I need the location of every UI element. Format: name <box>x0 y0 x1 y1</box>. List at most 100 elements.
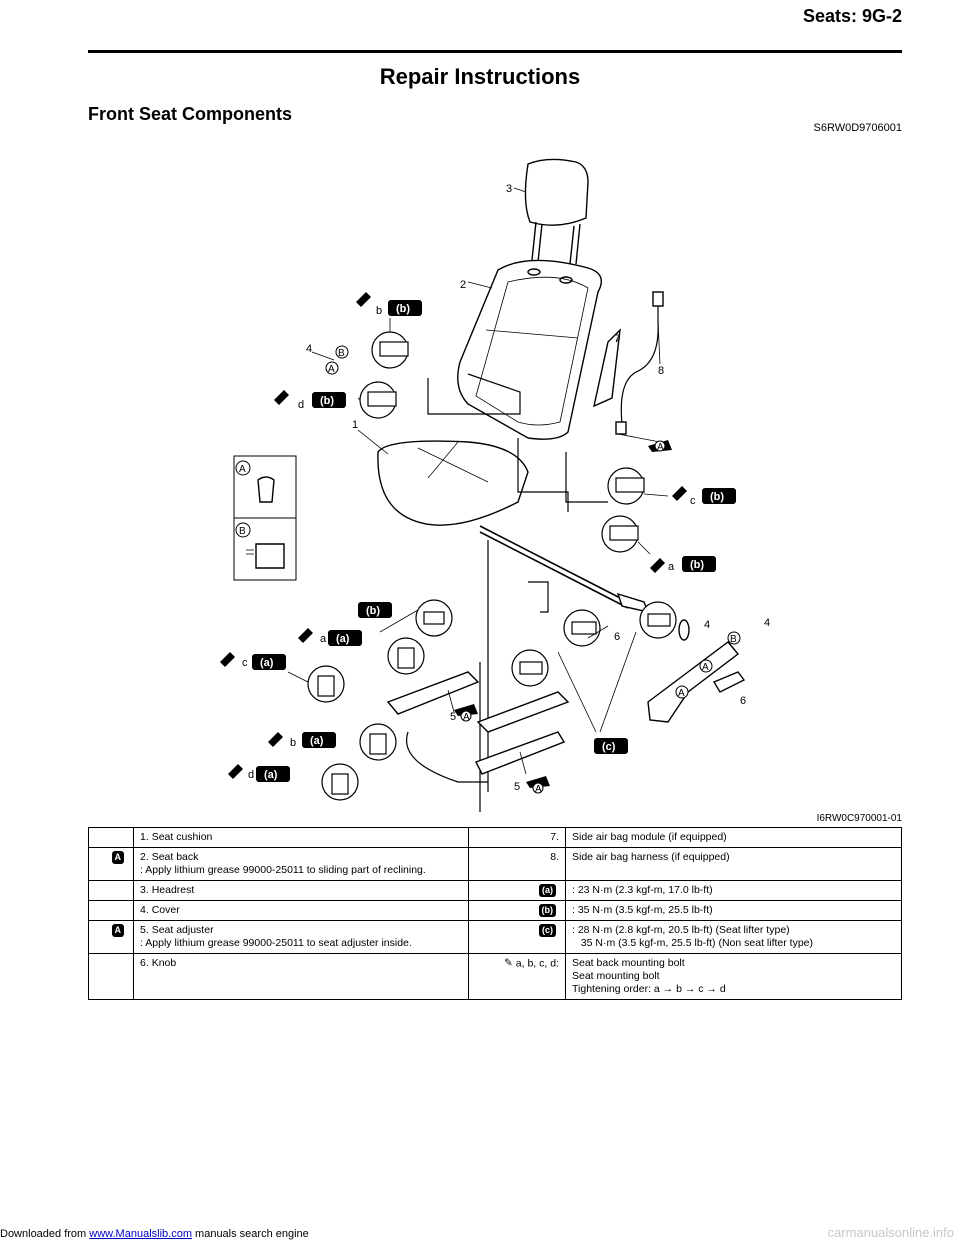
legend-row: A 2. Seat back: Apply lithium grease 990… <box>88 847 902 881</box>
grease-mark-a: A <box>535 784 542 795</box>
order-letter-c-right: c <box>690 495 696 507</box>
legend-text: Seat back mounting bolt <box>572 957 685 969</box>
manualslib-link[interactable]: www.Manualslib.com <box>89 1228 192 1240</box>
page-header-title: Seats: 9G-2 <box>802 6 902 26</box>
torque-tag-c: (c) <box>602 741 616 753</box>
footer-suffix: manuals search engine <box>191 1228 309 1240</box>
watermark: carmanualsonline.info <box>827 1225 954 1240</box>
callout-1: 1 <box>352 419 358 431</box>
legend-text: Seat mounting bolt <box>572 970 660 982</box>
callout-6-knob: 6 <box>614 631 620 643</box>
torque-tag-b: (b) <box>366 605 380 617</box>
seat-adjuster-rails <box>386 671 570 783</box>
legend-text: : 28 N·m (2.8 kgf-m, 20.5 lb-ft) (Seat l… <box>572 924 790 936</box>
legend-table: 1. Seat cushion 7. Side air bag module (… <box>88 827 902 1000</box>
legend-num: a, b, c, d: <box>515 957 559 970</box>
inset-label-a: A <box>239 464 246 475</box>
order-letter-b-top: b <box>376 305 382 317</box>
grease-icon: A <box>111 851 124 864</box>
headrest-illustration <box>524 158 589 265</box>
page-title: Repair Instructions <box>379 64 581 89</box>
legend-num: 8. <box>550 851 559 863</box>
legend-row: 3. Headrest (a) : 23 N·m (2.3 kgf-m, 17.… <box>88 880 902 901</box>
legend-num: 5. <box>140 924 149 936</box>
legend-sub: : Apply lithium grease 99000-25011 to sl… <box>140 864 426 876</box>
callout-4-cover-b: 4 <box>764 617 770 629</box>
callout-5-upper: 5 <box>450 711 456 723</box>
callout-5-lower: 5 <box>514 781 520 793</box>
legend-text: Headrest <box>151 884 195 896</box>
legend-num: 7. <box>550 831 559 843</box>
callout-6-cover: 6 <box>740 695 746 707</box>
grease-mark-a: A <box>463 712 470 723</box>
header-rule <box>88 50 902 53</box>
order-letter-a-lower: a <box>320 633 327 645</box>
order-letter-d-top: d <box>298 399 304 411</box>
legend-text: 35 N·m (3.5 kgf-m, 25.5 lb-ft) (Non seat… <box>580 937 814 949</box>
legend-row: 1. Seat cushion 7. Side air bag module (… <box>88 827 902 848</box>
legend-text: Knob <box>151 957 177 969</box>
inset-label-b: B <box>239 526 246 537</box>
callout-4-cover-a: 4 <box>704 619 710 631</box>
torque-tag-b: (b) <box>710 491 724 503</box>
legend-num: 2. <box>140 851 149 863</box>
footer-prefix: Downloaded from <box>0 1228 90 1240</box>
order-letter-c-lower: c <box>242 657 248 669</box>
torque-icon: (b) <box>538 904 556 917</box>
knob-illustration <box>712 671 746 693</box>
cover-right-label-b: B <box>730 634 737 645</box>
callout-7: 7 <box>614 333 620 345</box>
legend-row: A 5. Seat adjuster: Apply lithium grease… <box>88 920 902 954</box>
legend-text: Side air bag module (if equipped) <box>572 831 727 843</box>
legend-text: Seat cushion <box>151 831 213 843</box>
cover-right-label-a: A <box>702 662 709 673</box>
cover-label-a: A <box>328 364 335 375</box>
torque-tag-b: (b) <box>396 303 410 315</box>
wrench-icon: ✎ <box>503 957 513 969</box>
grease-icon: A <box>111 924 124 937</box>
callout-4-seatback: 4 <box>306 343 312 355</box>
torque-tag-a: (a) <box>260 657 274 669</box>
download-footer: Downloaded from www.Manualslib.com manua… <box>0 1228 309 1240</box>
legend-text: Cover <box>151 904 180 916</box>
seat-back-illustration <box>457 259 602 440</box>
legend-sub: : Apply lithium grease 99000-25011 to se… <box>140 937 412 949</box>
torque-icon: (a) <box>539 884 556 897</box>
order-letter-b-lower: b <box>290 737 296 749</box>
callout-8: 8 <box>658 365 664 377</box>
torque-tag-a: (a) <box>336 633 350 645</box>
order-letter-d-lower: d <box>248 769 254 781</box>
callout-3: 3 <box>506 183 512 195</box>
section-title: Front Seat Components <box>88 104 293 124</box>
legend-num: 1. <box>140 831 149 843</box>
legend-text: Tightening order: a → b → c → d <box>572 983 726 995</box>
legend-num: 4. <box>140 904 149 916</box>
knob-small <box>678 619 690 641</box>
bolt-group <box>307 331 677 801</box>
seat-components-diagram: 3 2 4 1 7 8 4 4 6 6 5 5 b d c a a c b d … <box>88 142 902 822</box>
torque-tag-a: (a) <box>310 735 324 747</box>
cover-label-b: B <box>338 348 345 359</box>
torque-tag-b: (b) <box>690 559 704 571</box>
torque-icon: (c) <box>539 924 556 937</box>
cover-right-label-a2: A <box>678 688 685 699</box>
side-airbag-harness <box>620 292 659 425</box>
side-airbag-module <box>593 328 621 408</box>
grease-mark-a: A <box>657 442 664 453</box>
legend-num: 6. <box>140 957 149 969</box>
figure-code: I6RW0C970001-01 <box>816 813 902 824</box>
section-code: S6RW0D9706001 <box>813 122 902 134</box>
legend-text: : 23 N·m (2.3 kgf-m, 17.0 lb-ft) <box>572 884 713 896</box>
torque-tag-b: (b) <box>320 395 334 407</box>
seat-cushion-illustration <box>377 440 529 526</box>
order-letter-a-right: a <box>668 561 675 573</box>
legend-text: Seat adjuster <box>151 924 214 936</box>
legend-text: Side air bag harness (if equipped) <box>572 851 730 863</box>
legend-row: 4. Cover (b) : 35 N·m (3.5 kgf-m, 25.5 l… <box>88 900 902 921</box>
legend-text: : 35 N·m (3.5 kgf-m, 25.5 lb-ft) <box>572 904 713 916</box>
torque-tag-a: (a) <box>264 769 278 781</box>
callout-2: 2 <box>460 279 466 291</box>
legend-text: Seat back <box>151 851 199 863</box>
legend-num: 3. <box>140 884 149 896</box>
legend-row: 6. Knob ✎a, b, c, d: Seat back mounting … <box>88 953 902 1000</box>
